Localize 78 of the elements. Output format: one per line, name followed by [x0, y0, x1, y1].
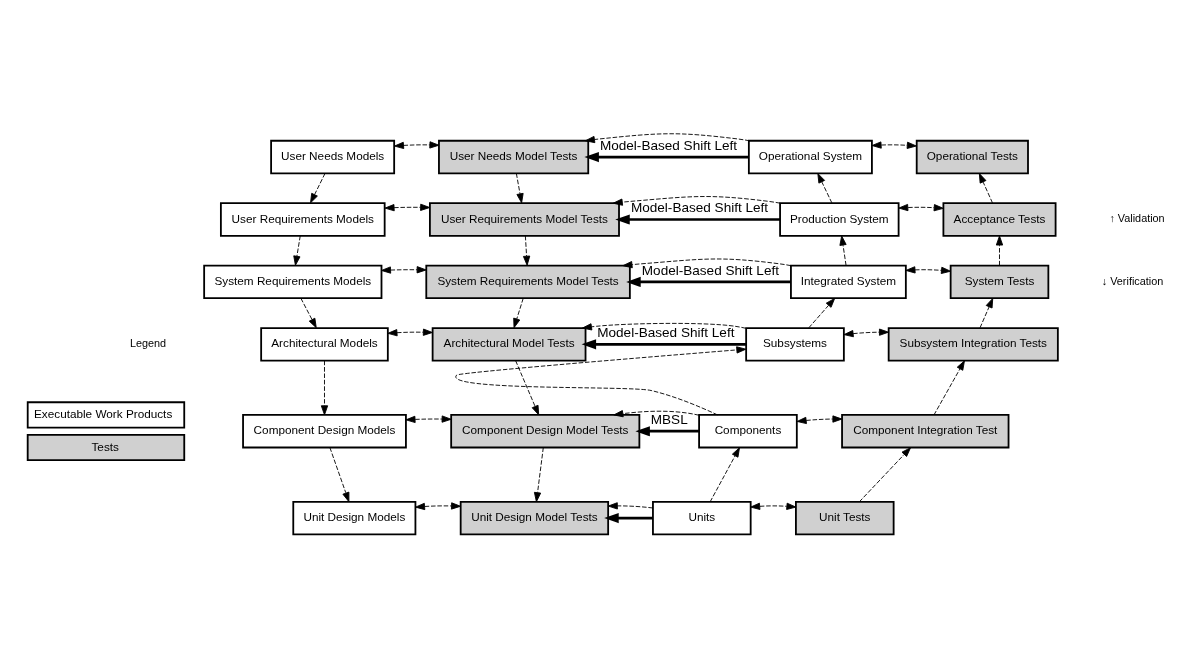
- arrow: [320, 360, 329, 416]
- node-box: System Tests: [949, 264, 1050, 300]
- edge-label: MBSL: [650, 411, 688, 427]
- arrow: [995, 235, 1004, 266]
- node-box: Architectural Models: [260, 327, 389, 362]
- node-box: Component Integration Test: [841, 414, 1010, 449]
- arrow: [709, 447, 740, 503]
- node-box: Subsystems: [745, 327, 845, 362]
- node-box: System Requirements Model Tests: [425, 264, 631, 300]
- arrow: [387, 328, 433, 337]
- label: ↑ Validation: [1109, 212, 1165, 225]
- legend-label: Tests: [91, 439, 119, 453]
- arrow: [978, 173, 993, 204]
- arrow: [456, 346, 747, 416]
- edge-label: Model-Based Shift Left: [641, 262, 780, 278]
- node-box: Unit Design Models: [292, 500, 417, 536]
- arrow: [808, 298, 836, 329]
- node-box: Components: [698, 414, 798, 449]
- arrow: [533, 447, 544, 503]
- edge-label: Model-Based Shift Left: [599, 137, 738, 153]
- arrow: [585, 133, 751, 144]
- node-box: Unit Tests: [795, 500, 895, 536]
- arrow: [384, 203, 431, 212]
- arrow: [405, 415, 452, 423]
- arrow: [839, 235, 847, 266]
- node-box: User Needs Models: [270, 139, 396, 175]
- edge-label: Model-Based Shift Left: [597, 325, 735, 341]
- arrow: [905, 266, 951, 274]
- node-box: User Requirements Models: [220, 202, 386, 237]
- node-box: Unit Design Model Tests: [459, 500, 610, 536]
- node-box: Integrated System: [790, 264, 907, 300]
- label: ↓ Verification: [1101, 274, 1164, 287]
- arrow: [898, 203, 944, 212]
- arrow: [584, 152, 749, 163]
- arrow: [293, 235, 301, 266]
- label: Legend: [129, 337, 167, 350]
- arrow: [871, 141, 917, 149]
- arrow: [626, 276, 791, 287]
- arrow: [300, 298, 317, 329]
- arrow: [933, 360, 965, 416]
- node-box: System Requirements Models: [203, 264, 383, 300]
- arrow: [329, 447, 350, 503]
- arrow: [607, 502, 654, 510]
- node-box: Subsystem Integration Tests: [887, 327, 1059, 362]
- arrow: [979, 298, 994, 329]
- arrow: [613, 410, 700, 418]
- arrow: [394, 141, 440, 150]
- arrow: [604, 513, 653, 524]
- node-box: User Needs Model Tests: [438, 139, 590, 175]
- arrow: [615, 214, 781, 225]
- arrow: [859, 447, 911, 503]
- arrow: [515, 360, 540, 416]
- edge-label: Model-Based Shift Left: [630, 200, 769, 216]
- node-box: Units: [652, 500, 752, 536]
- arrow: [515, 173, 524, 204]
- node-box: Operational Tests: [915, 139, 1029, 175]
- arrow: [513, 298, 524, 329]
- node-box: Architectural Model Tests: [431, 327, 587, 362]
- node-box: User Requirements Model Tests: [429, 202, 620, 237]
- node-box: Component Design Model Tests: [450, 414, 641, 449]
- arrow: [310, 173, 326, 204]
- arrow: [817, 173, 833, 204]
- node-box: Production System: [779, 202, 900, 237]
- arrow: [582, 322, 747, 331]
- node-box: Operational System: [747, 139, 873, 175]
- arrow: [622, 258, 792, 269]
- arrow: [523, 235, 531, 266]
- arrow: [843, 328, 889, 338]
- arrow: [750, 502, 797, 510]
- arrow: [635, 426, 699, 437]
- arrow: [381, 266, 427, 274]
- arrow: [612, 196, 781, 206]
- arrow: [796, 415, 843, 425]
- arrow: [581, 339, 747, 350]
- arrow: [415, 502, 462, 511]
- legend-label: Executable Work Products: [34, 407, 173, 421]
- node-box: Acceptance Tests: [942, 202, 1057, 237]
- node-box: Component Design Models: [242, 414, 407, 449]
